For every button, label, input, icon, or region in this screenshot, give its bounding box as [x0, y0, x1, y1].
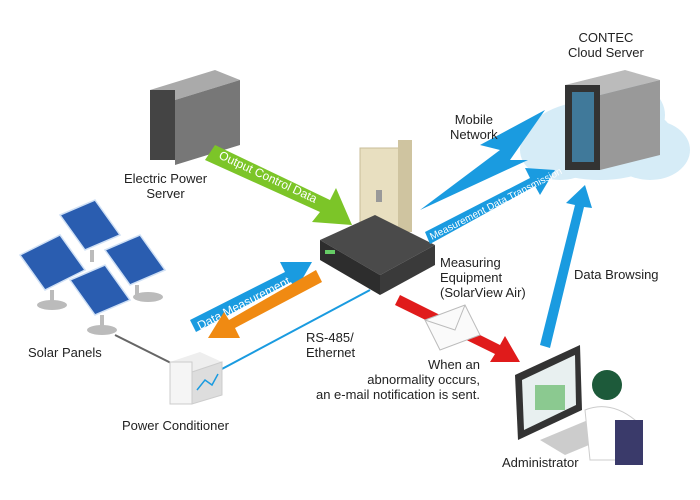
output-control-data-label: Output Control Data: [217, 148, 320, 206]
mobile-network-label-line2: Network: [450, 127, 498, 142]
measuring-equipment-label-line3: (SolarView Air): [440, 285, 526, 300]
cloud-server-label: CONTEC Cloud Server: [568, 30, 644, 60]
data-browsing-arrow: [540, 185, 592, 348]
mobile-network-label: Mobile Network: [450, 112, 498, 142]
solar-cable: [114, 334, 176, 366]
solar-panels-label: Solar Panels: [28, 345, 102, 360]
electric-power-server-icon: [150, 70, 240, 165]
output-control-data-arrow: Output Control Data: [205, 145, 352, 225]
electric-power-server-label: Electric Power Server: [124, 171, 207, 201]
cloud-server-label-line2: Cloud Server: [568, 45, 644, 60]
mobile-network-icon: [420, 110, 545, 210]
cloud-server-icon: [565, 70, 660, 170]
measuring-equipment-icon: [320, 215, 435, 295]
cloud-server-label-line1: CONTEC: [578, 30, 634, 45]
rs485-ethernet-line: [204, 289, 371, 379]
measurement-data-transmission-arrow: Measurement Data Transmission: [425, 166, 564, 244]
measuring-equipment-label-line2: Equipment: [440, 270, 503, 285]
administrator-icon: [515, 345, 643, 465]
electric-power-server-label-line2: Server: [146, 186, 185, 201]
electric-power-server-label-line1: Electric Power: [124, 171, 208, 186]
rs485-label-line2: Ethernet: [306, 345, 356, 360]
abnormality-label-line1: When an: [427, 357, 480, 372]
abnormality-label-line2: abnormality occurs,: [367, 372, 480, 387]
measurement-data-transmission-label: Measurement Data Transmission: [428, 166, 564, 242]
solar-panels-icon: [18, 199, 167, 335]
abnormality-label-line3: an e-mail notification is sent.: [315, 387, 480, 402]
mobile-network-label-line1: Mobile: [454, 112, 493, 127]
administrator-label: Administrator: [502, 455, 579, 470]
power-conditioner-label: Power Conditioner: [122, 418, 229, 433]
rs485-label-line1: RS-485/: [306, 330, 354, 345]
data-browsing-label: Data Browsing: [574, 267, 659, 282]
email-icon: [424, 304, 481, 351]
power-conditioner-icon: [169, 352, 223, 405]
rs485-ethernet-label: RS-485/ Ethernet: [306, 330, 355, 360]
measuring-equipment-label-line1: Measuring: [440, 255, 501, 270]
measuring-equipment-label: Measuring Equipment (SolarView Air): [440, 255, 526, 300]
abnormality-label: When an abnormality occurs, an e-mail no…: [290, 357, 480, 402]
